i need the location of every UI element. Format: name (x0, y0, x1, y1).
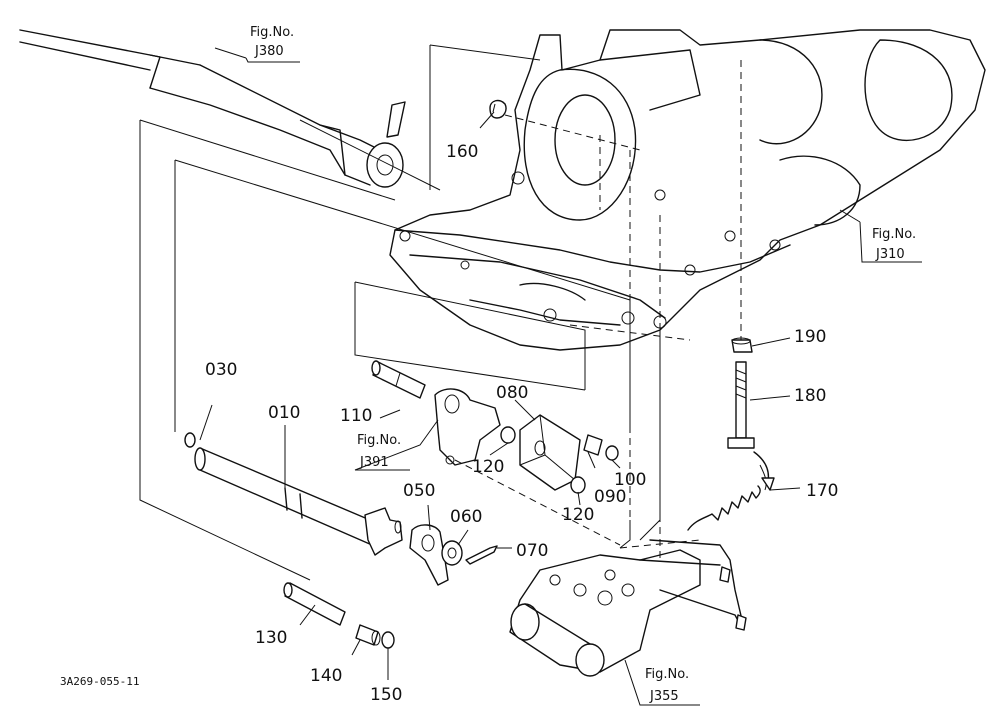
part-number-010: 010 (268, 403, 300, 423)
spacer-090 (583, 434, 603, 456)
spring-170 (687, 451, 775, 531)
nut-100 (605, 445, 619, 461)
fig-ref-j391-line2: J391 (359, 455, 389, 470)
part-number-060: 060 (450, 507, 482, 527)
cross-shaft-010 (194, 447, 403, 556)
part-number-160: 160 (446, 142, 478, 162)
arm-050 (409, 524, 449, 586)
drawing-code: 3A269-055-11 (60, 675, 139, 688)
part-number-120-upper: 120 (472, 457, 504, 477)
nut-190 (731, 337, 753, 353)
part-number-150: 150 (370, 685, 402, 705)
fig-ref-j380-line1: Fig.No. (250, 25, 294, 40)
pin-110 (371, 360, 426, 399)
part-number-080: 080 (496, 383, 528, 403)
part-number-110: 110 (340, 406, 372, 426)
part-number-100: 100 (614, 470, 646, 490)
part-number-090: 090 (594, 487, 626, 507)
collar-140 (355, 624, 381, 646)
snap-ring-150 (381, 631, 395, 649)
circlip-160 (489, 99, 507, 119)
fig-ref-j380-line2: J380 (254, 44, 284, 59)
bolt-180 (727, 361, 755, 449)
washer-060 (441, 540, 463, 566)
part-number-170: 170 (806, 481, 838, 501)
o-ring-030 (184, 432, 196, 448)
part-number-190: 190 (794, 327, 826, 347)
part-number-180: 180 (794, 386, 826, 406)
valve-block-j355 (509, 539, 747, 677)
leader-lines (199, 47, 922, 706)
part-number-120-lower: 120 (562, 505, 594, 525)
assembly-guide-lines (139, 44, 742, 581)
upper-lever-arm (19, 29, 406, 188)
part-number-030: 030 (205, 360, 237, 380)
block-080 (519, 414, 581, 491)
transmission-housing (389, 29, 986, 351)
fig-ref-j310-line2: J310 (875, 247, 905, 262)
pin-130 (283, 582, 346, 626)
fig-ref-j355-line1: Fig.No. (645, 667, 689, 682)
part-number-140: 140 (310, 666, 342, 686)
part-number-130: 130 (255, 628, 287, 648)
part-number-050: 050 (403, 481, 435, 501)
washer-120-upper (500, 426, 516, 444)
fig-ref-j310-line1: Fig.No. (872, 227, 916, 242)
fig-ref-j355-line2: J355 (649, 689, 679, 704)
washer-120-lower (570, 476, 586, 494)
part-number-070: 070 (516, 541, 548, 561)
cotter-pin-070 (465, 545, 498, 565)
fig-ref-j391-line1: Fig.No. (357, 433, 401, 448)
bracket-j391 (434, 388, 501, 466)
